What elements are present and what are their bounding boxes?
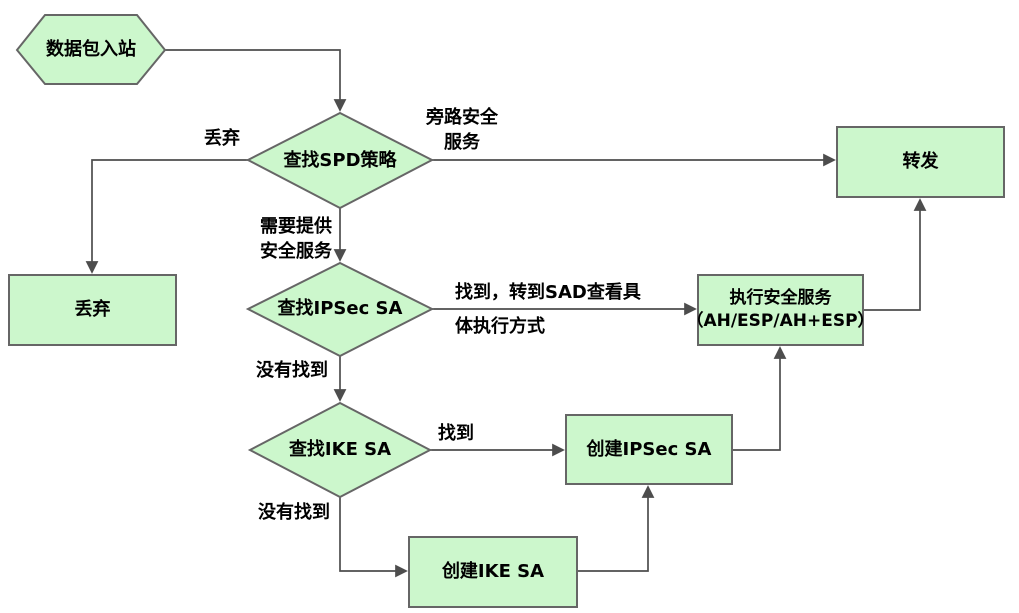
node-exec-security-service: 执行安全服务 （AH/ESP/AH+ESP） xyxy=(686,288,875,331)
forward-rect xyxy=(836,126,1005,198)
edge-spd-to-discard xyxy=(85,159,248,274)
node-packet-inbound: 数据包入站 xyxy=(46,38,136,60)
find-ike-sa-diamond xyxy=(247,401,433,499)
node-create-ike-sa: 创建IKE SA xyxy=(441,561,545,582)
node-create-ipsec-sa: 创建IPSec SA xyxy=(586,438,712,460)
edge-label-sad-found: 找到，转到SAD查看具 体执行方式 xyxy=(455,282,641,337)
find-spd-diamond xyxy=(245,111,435,210)
edge-create-ike-to-create-ipsec xyxy=(577,485,655,572)
edge-ike-to-create-ike xyxy=(339,497,408,578)
start-hexagon xyxy=(15,14,167,85)
edge-exec-to-forward xyxy=(863,198,927,311)
node-forward: 转发 xyxy=(902,151,939,172)
node-find-ike-sa: 查找IKE SA xyxy=(288,439,392,460)
node-discard: 丢弃 xyxy=(74,299,111,320)
edge-start-to-spd xyxy=(165,49,347,112)
edge-create-ipsec-to-exec xyxy=(732,346,787,451)
edge-label-discard: 丢弃 xyxy=(204,128,240,149)
edge-label-ike-not-found: 没有找到 xyxy=(258,502,330,523)
find-ipsec-sa-diamond xyxy=(245,261,435,358)
edge-label-need-security: 需要提供 安全服务 xyxy=(260,216,332,262)
create-ipsec-sa-rect xyxy=(565,414,733,485)
node-find-ipsec-sa: 查找IPSec SA xyxy=(277,298,403,319)
create-ike-sa-rect xyxy=(408,536,578,608)
edge-label-bypass-security: 旁路安全 服务 xyxy=(426,107,498,153)
edge-label-ike-found: 找到 xyxy=(438,423,474,444)
discard-rect xyxy=(8,274,177,346)
exec-security-rect xyxy=(697,274,864,346)
node-find-spd-policy: 查找SPD策略 xyxy=(283,149,397,171)
edge-label-ipsec-not-found: 没有找到 xyxy=(256,360,328,381)
